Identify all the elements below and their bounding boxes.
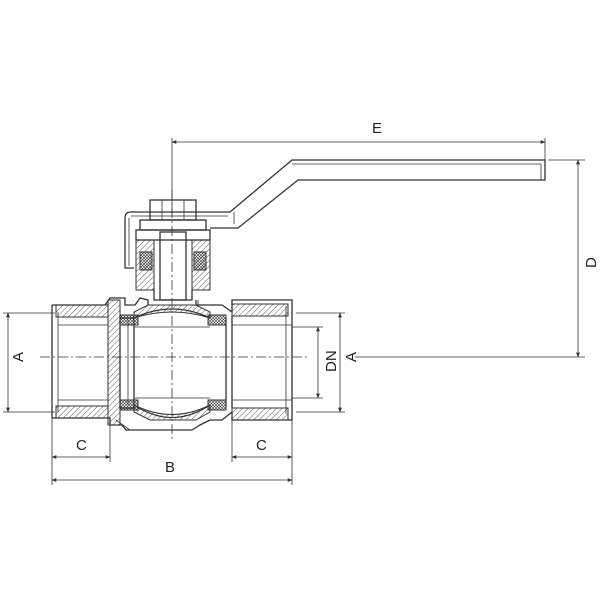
label-dn: DN — [323, 350, 340, 372]
dimension-e: E — [171, 120, 546, 215]
label-e: E — [372, 120, 382, 137]
label-c-right: C — [256, 437, 267, 454]
dimension-b: B — [51, 459, 293, 482]
dimension-dn: DN — [292, 326, 340, 399]
dimension-a-left: A — [3, 312, 55, 413]
dimension-a-right: A — [296, 312, 360, 413]
label-c-left: C — [76, 437, 87, 454]
label-b: B — [165, 459, 175, 476]
valve-body — [51, 297, 293, 431]
dimension-c-right: C — [231, 412, 293, 485]
label-a-left: A — [10, 352, 27, 362]
label-a-right: A — [343, 352, 360, 362]
stem-nut — [135, 199, 211, 241]
dimension-d: D — [355, 159, 600, 358]
label-d: D — [583, 257, 600, 268]
valve-stem — [135, 231, 211, 305]
dimension-c-left: C — [51, 412, 111, 485]
lever-handle — [124, 159, 546, 269]
